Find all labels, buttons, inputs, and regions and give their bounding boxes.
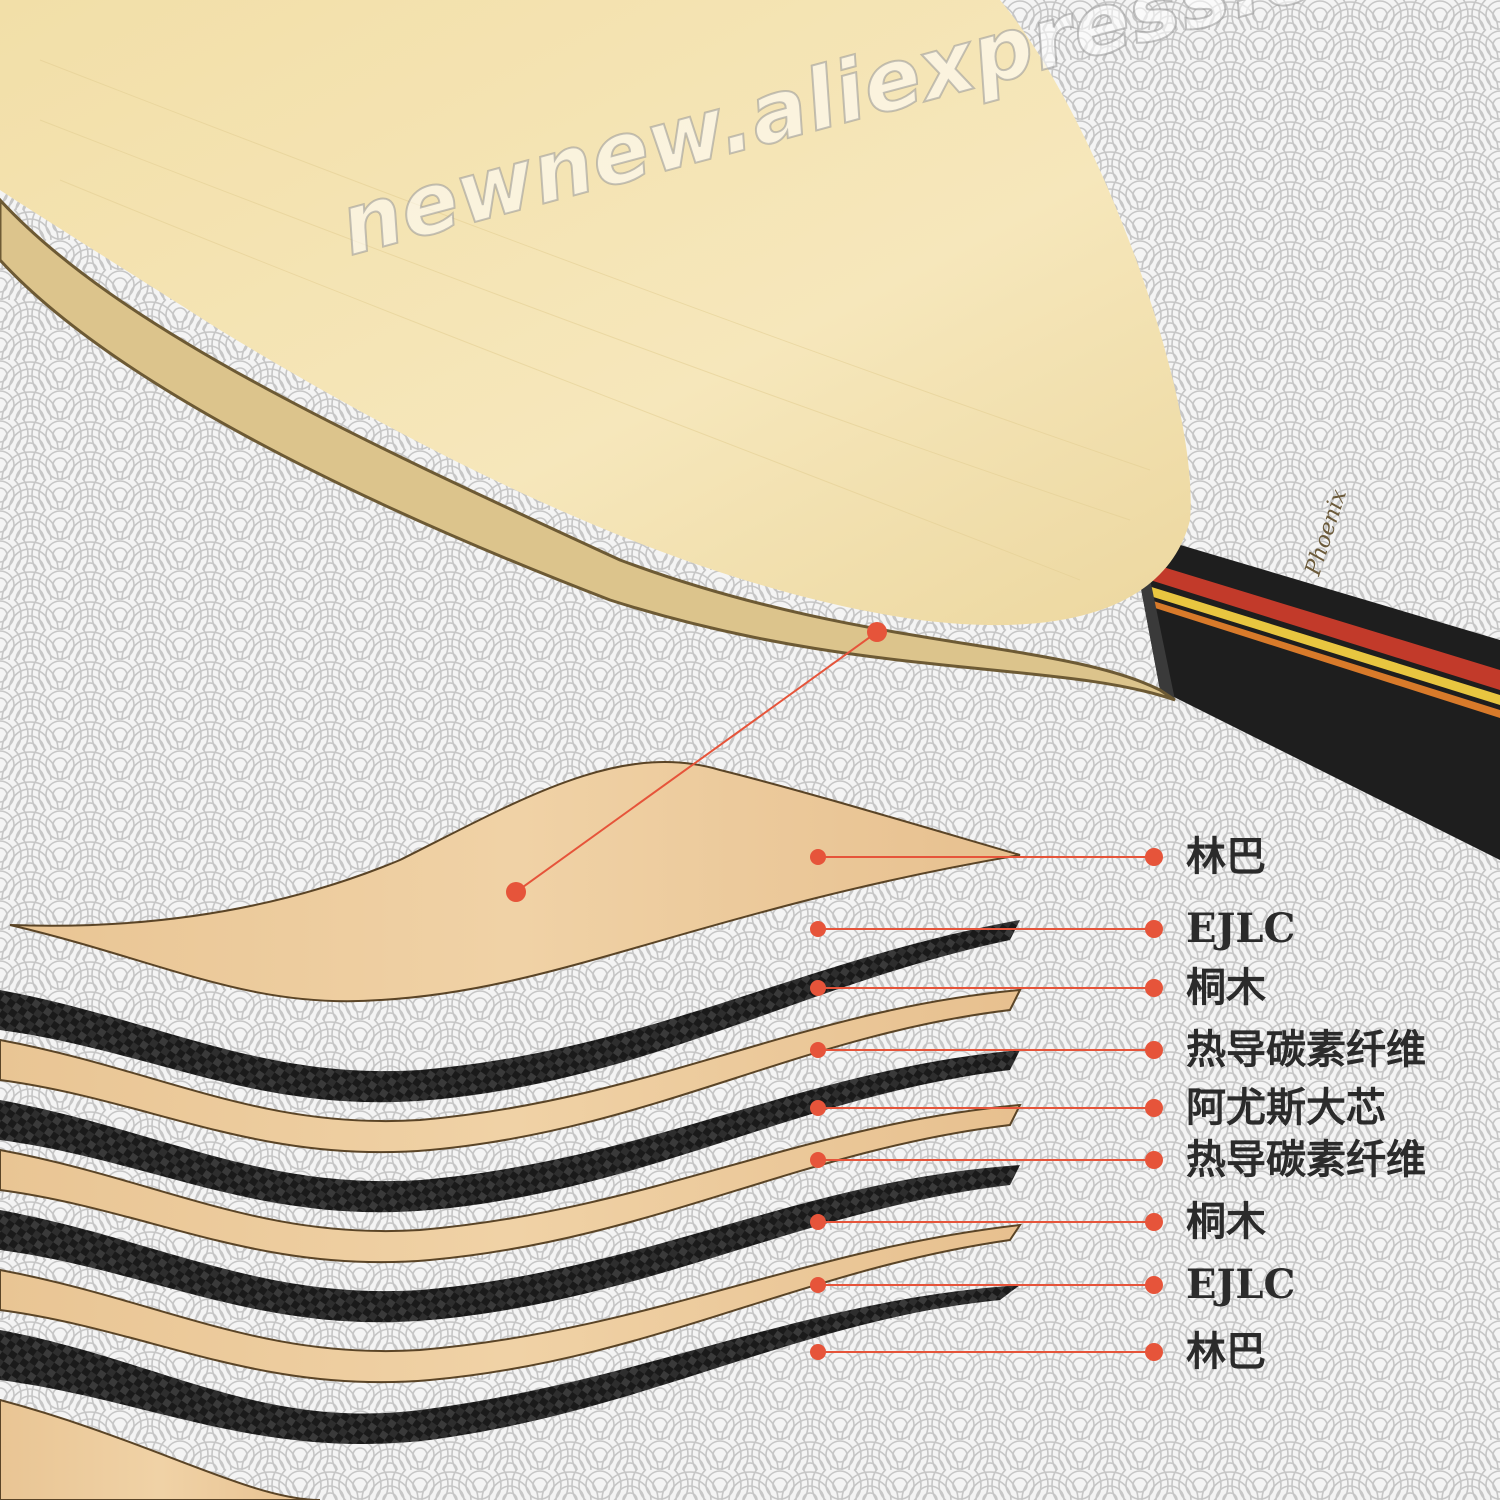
layer-label-5: 阿尤斯大芯 [1186, 1084, 1386, 1131]
layer-leader-dot [506, 882, 526, 902]
layer-label-9: 林巴 [1186, 1328, 1266, 1375]
blade-edge [0, 197, 1176, 702]
layer-label-7: 桐木 [1186, 1198, 1266, 1245]
blade-handle [1130, 530, 1500, 860]
layer-label-1: 林巴 [1186, 833, 1266, 880]
blade-face [0, 0, 1191, 626]
layer-label-3: 桐木 [1186, 964, 1266, 1011]
layer-4 [0, 1050, 1020, 1213]
blade-leader-line [515, 631, 878, 893]
layer-5 [0, 1103, 1022, 1264]
layer-label-6: 热导碳素纤维 [1186, 1136, 1426, 1183]
layer-label-4: 热导碳素纤维 [1186, 1026, 1426, 1073]
layer-7 [0, 1223, 1023, 1384]
layer-3 [0, 988, 1022, 1154]
callouts [810, 848, 1163, 1361]
layer-label-2: EJLC [1186, 905, 1296, 952]
layer-2 [0, 920, 1020, 1103]
layer-8 [0, 1285, 1020, 1445]
layer-1 [9, 761, 1021, 1003]
blade-leader-dot [867, 622, 887, 642]
layer-label-8: EJLC [1186, 1261, 1296, 1308]
layer-6 [0, 1165, 1020, 1323]
layer-stack [0, 761, 1023, 1500]
